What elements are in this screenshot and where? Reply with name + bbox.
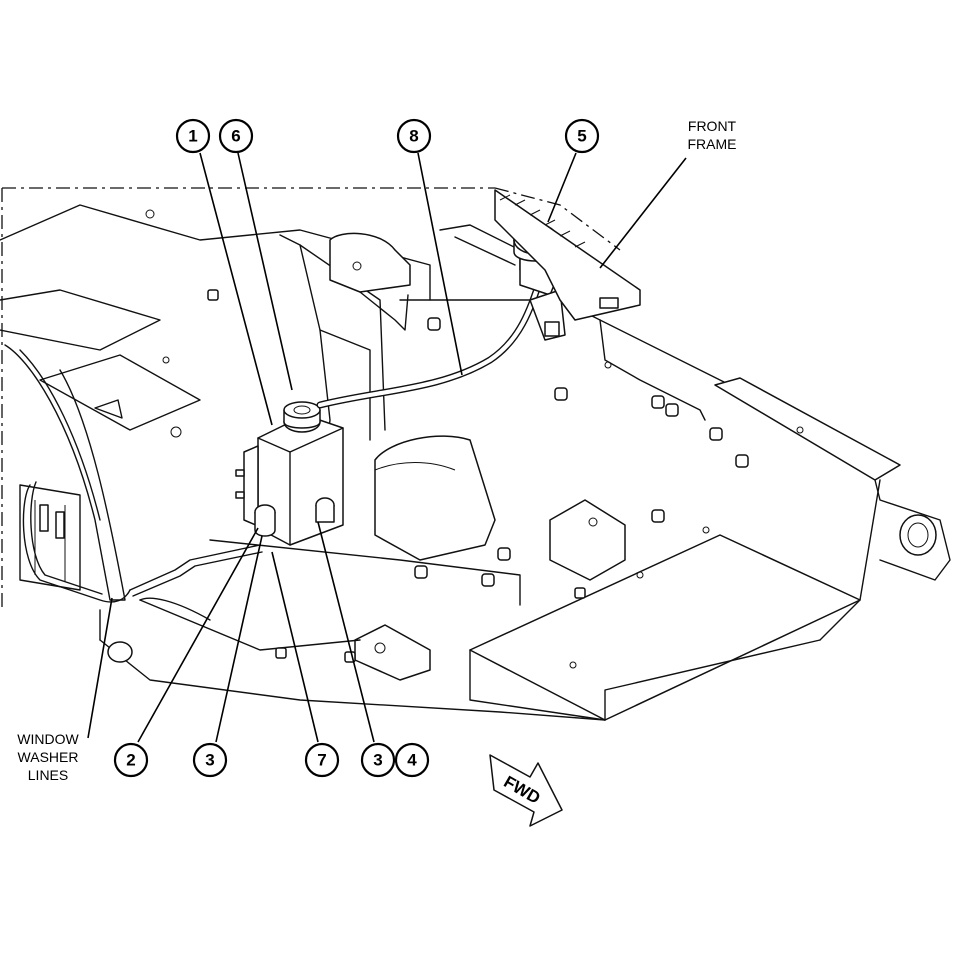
callout-number: 7 xyxy=(317,751,326,770)
leader-lines xyxy=(87,152,687,743)
forward-direction-arrow: FWD xyxy=(489,754,563,827)
front-frame-label: FRONT FRAME xyxy=(688,118,737,152)
callout-circle xyxy=(192,742,228,778)
callout-7: 7 xyxy=(304,742,340,778)
callout-number: 4 xyxy=(407,751,417,770)
window-washer-lines-label-line-3: LINES xyxy=(28,767,68,783)
callout-circle xyxy=(396,118,432,154)
callout-circle xyxy=(394,742,430,778)
callout-3-left: 3 xyxy=(192,742,228,778)
callout-number: 3 xyxy=(373,751,382,770)
fill-hose xyxy=(316,276,544,409)
callout-circle xyxy=(564,118,600,154)
front-frame-edge xyxy=(494,189,706,421)
callout-circle xyxy=(175,118,211,154)
callout-number: 8 xyxy=(409,127,418,146)
callout-1: 1 xyxy=(175,118,211,154)
window-washer-lines-graphic xyxy=(22,481,263,621)
callout-3-right: 3 xyxy=(360,742,396,778)
window-washer-lines-label-line-1: WINDOW xyxy=(17,731,79,747)
callout-6: 6 xyxy=(218,118,254,154)
washer-pump xyxy=(254,497,335,537)
callout-2: 2 xyxy=(113,742,149,778)
front-frame-label-line-2: FRAME xyxy=(688,136,737,152)
washer-reservoir xyxy=(235,401,344,546)
frame-hardware xyxy=(107,209,804,669)
callout-5: 5 xyxy=(564,118,600,154)
callout-number: 6 xyxy=(231,127,240,146)
window-washer-lines-label-line-2: WASHER xyxy=(18,749,79,765)
callout-number: 5 xyxy=(577,127,586,146)
front-frame-label-line-1: FRONT xyxy=(688,118,737,134)
callout-number: 3 xyxy=(205,751,214,770)
callout-4: 4 xyxy=(394,742,430,778)
callout-number: 1 xyxy=(188,127,197,146)
callout-8: 8 xyxy=(396,118,432,154)
window-washer-lines-label: WINDOW WASHER LINES xyxy=(17,731,79,783)
callout-circle xyxy=(304,742,340,778)
callout-circle xyxy=(360,742,396,778)
front-frame-outline xyxy=(0,187,951,721)
callout-circle xyxy=(113,742,149,778)
callout-number: 2 xyxy=(126,751,135,770)
callout-circle xyxy=(218,118,254,154)
